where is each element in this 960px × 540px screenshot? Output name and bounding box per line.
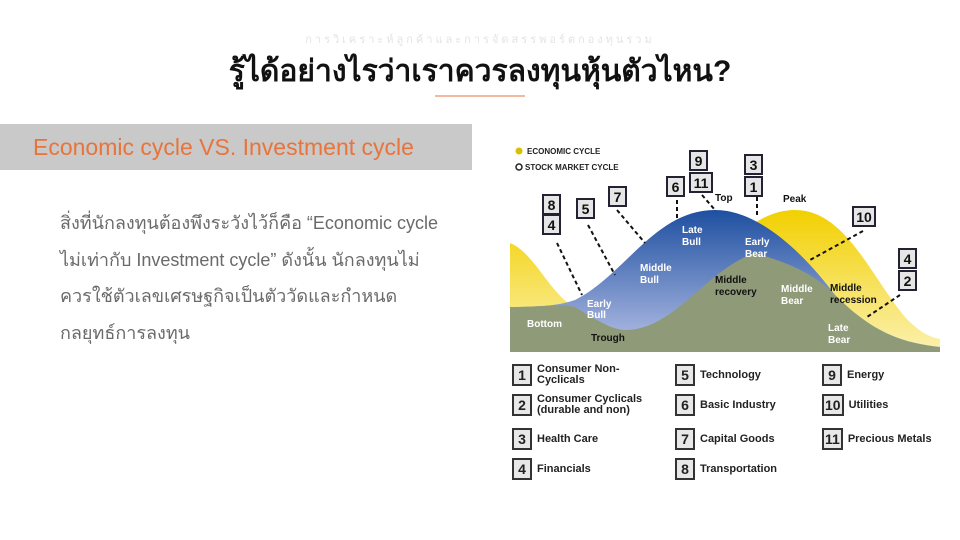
legend-economic: ECONOMIC CYCLE [527, 147, 601, 156]
title-underline [435, 95, 525, 97]
legend-label: Precious Metals [847, 432, 932, 445]
body-paragraph: สิ่งที่นักลงทุนต้องพึงระวังไว้ก็คือ “Eco… [60, 213, 438, 343]
phase-bottom: Bottom [527, 319, 562, 330]
legend-item: 11 Precious Metals [822, 428, 932, 450]
sector-marker-number: 9 [695, 153, 703, 169]
legend-label: Financials [537, 462, 591, 475]
sector-marker-m2: 2 [898, 270, 917, 291]
legend-number: 3 [512, 428, 532, 450]
phase-early-bear-2: Bear [745, 249, 767, 260]
sector-marker-number: 7 [614, 189, 622, 205]
phase-early-bull-2: Bull [587, 310, 606, 321]
sector-marker-m9: 9 [689, 150, 708, 171]
sector-marker-m4b: 4 [898, 248, 917, 269]
phase-late-bull-2: Bull [682, 237, 701, 248]
phase-middle-recession-2: recession [830, 295, 877, 306]
legend-label: Basic Industry [700, 398, 776, 411]
sector-marker-m6: 6 [666, 176, 685, 197]
legend-number: 10 [822, 394, 844, 416]
sector-marker-m7: 7 [608, 186, 627, 207]
legend-number: 8 [675, 458, 695, 480]
phase-peak: Peak [783, 194, 807, 205]
base-area [510, 253, 940, 352]
legend-label: Health Care [537, 432, 599, 445]
phase-late-bear-2: Bear [828, 335, 850, 346]
sector-marker-m3: 3 [744, 154, 763, 175]
phase-middle-bear-2: Bear [781, 296, 803, 307]
legend-label: Consumer Cyclicals (durable and non) [537, 393, 643, 416]
legend-number: 7 [675, 428, 695, 450]
legend-label: Consumer Non-Cyclicals [537, 363, 620, 386]
legend-number: 9 [822, 364, 842, 386]
legend-item: 6 Basic Industry [675, 394, 776, 416]
legend-label: Energy [847, 368, 885, 381]
marker-arrows [556, 194, 901, 318]
section-title: Economic cycle VS. Investment cycle [33, 134, 414, 160]
slide-subtitle: การวิเคราะห์ลูกค้าและการจัดสรรพอร์ตกองทุ… [305, 34, 655, 46]
phase-early-bear-1: Early [745, 237, 770, 248]
legend-number: 1 [512, 364, 532, 386]
legend-number: 11 [822, 428, 843, 450]
legend-item: 3 Health Care [512, 428, 598, 450]
legend-label: Technology [700, 368, 761, 381]
phase-middle-recovery-1: Middle [715, 275, 747, 286]
sector-marker-m5: 5 [576, 198, 595, 219]
phase-middle-recession-1: Middle [830, 283, 862, 294]
phase-late-bull-1: Late [682, 225, 703, 236]
sector-marker-number: 10 [856, 209, 872, 225]
legend-item: 7 Capital Goods [675, 428, 775, 450]
phase-trough: Trough [591, 333, 625, 344]
sector-marker-number: 11 [694, 175, 709, 191]
legend-label: Capital Goods [700, 432, 775, 445]
legend-number: 6 [675, 394, 695, 416]
sector-marker-number: 8 [548, 197, 556, 213]
phase-middle-recovery-2: recovery [715, 287, 757, 298]
legend-item: 10 Utilities [822, 394, 888, 416]
legend-number: 2 [512, 394, 532, 416]
legend-label: Transportation [700, 462, 778, 475]
sector-marker-number: 1 [750, 179, 758, 195]
sector-marker-m11: 11 [689, 172, 713, 193]
phase-middle-bull-1: Middle [640, 263, 672, 274]
legend-item: 9 Energy [822, 364, 884, 386]
phase-middle-bull-2: Bull [640, 275, 659, 286]
legend-stock: STOCK MARKET CYCLE [525, 163, 619, 172]
slide-title: รู้ได้อย่างไรว่าเราควรลงทุนหุ้นตัวไหน? [228, 55, 732, 88]
sector-marker-number: 5 [582, 201, 590, 217]
sector-marker-number: 3 [750, 157, 758, 173]
section-band: Economic cycle VS. Investment cycle [0, 124, 472, 170]
legend-number: 4 [512, 458, 532, 480]
sector-marker-m10: 10 [852, 206, 876, 227]
phase-late-bear-1: Late [828, 323, 849, 334]
sector-marker-m8: 8 [542, 194, 561, 215]
legend-item: 5 Technology [675, 364, 761, 386]
sector-marker-m1: 1 [744, 176, 763, 197]
cycle-diagram: ECONOMIC CYCLE STOCK MARKET CYCLE Bottom… [505, 135, 945, 357]
phase-middle-bear-1: Middle [781, 284, 813, 295]
sector-marker-number: 6 [672, 179, 680, 195]
sector-marker-m4a: 4 [542, 214, 561, 235]
phase-early-bull-1: Early [587, 299, 612, 310]
sector-marker-number: 4 [904, 251, 912, 267]
phase-top: Top [715, 193, 733, 204]
legend-item: 4 Financials [512, 458, 591, 480]
sector-marker-number: 2 [904, 273, 912, 289]
legend-item: 8 Transportation [675, 458, 777, 480]
legend-label: Utilities [848, 398, 889, 411]
legend-number: 5 [675, 364, 695, 386]
sector-marker-number: 4 [548, 217, 556, 233]
